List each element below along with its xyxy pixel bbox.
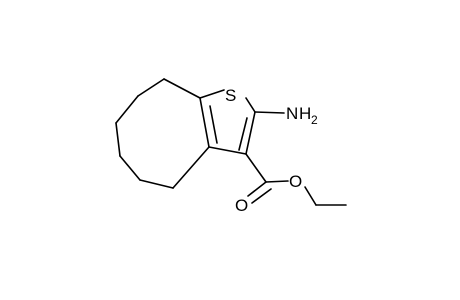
bond-c-oester (265, 180, 289, 183)
bond-co-double-b (251, 188, 272, 204)
bond-co-double-a (247, 181, 267, 197)
bond-c-s-left (199, 89, 225, 99)
bond-c2-n (254, 111, 285, 114)
atom-amine-nitrogen: N (286, 104, 298, 123)
bond-ring8-a (163, 78, 201, 99)
bond-o-ch2 (304, 186, 317, 206)
bond-ring8-g (172, 146, 210, 189)
bond-ring8-f (139, 179, 174, 189)
bond-ring8-e (119, 155, 141, 181)
atom-carbonyl-oxygen: O (235, 196, 248, 215)
bond-c3-carbonyl (245, 153, 267, 183)
atom-amine-subscript: 2 (311, 113, 318, 127)
bond-c2-c3-a (245, 111, 256, 155)
bond-fused-double-a (199, 97, 210, 148)
atom-ester-oxygen: O (289, 172, 302, 191)
bond-c2-c3-b (238, 117, 248, 151)
bond-c3-c3a (208, 146, 247, 155)
bond-ring8-c (115, 95, 139, 124)
bond-ring8-b (137, 78, 165, 97)
atom-sulfur: S (225, 86, 236, 105)
atom-amine-hydrogen: H (299, 104, 311, 123)
bond-fused-double-b (209, 105, 218, 144)
bond-ring8-d (115, 122, 121, 157)
bond-s-c2 (245, 97, 256, 113)
